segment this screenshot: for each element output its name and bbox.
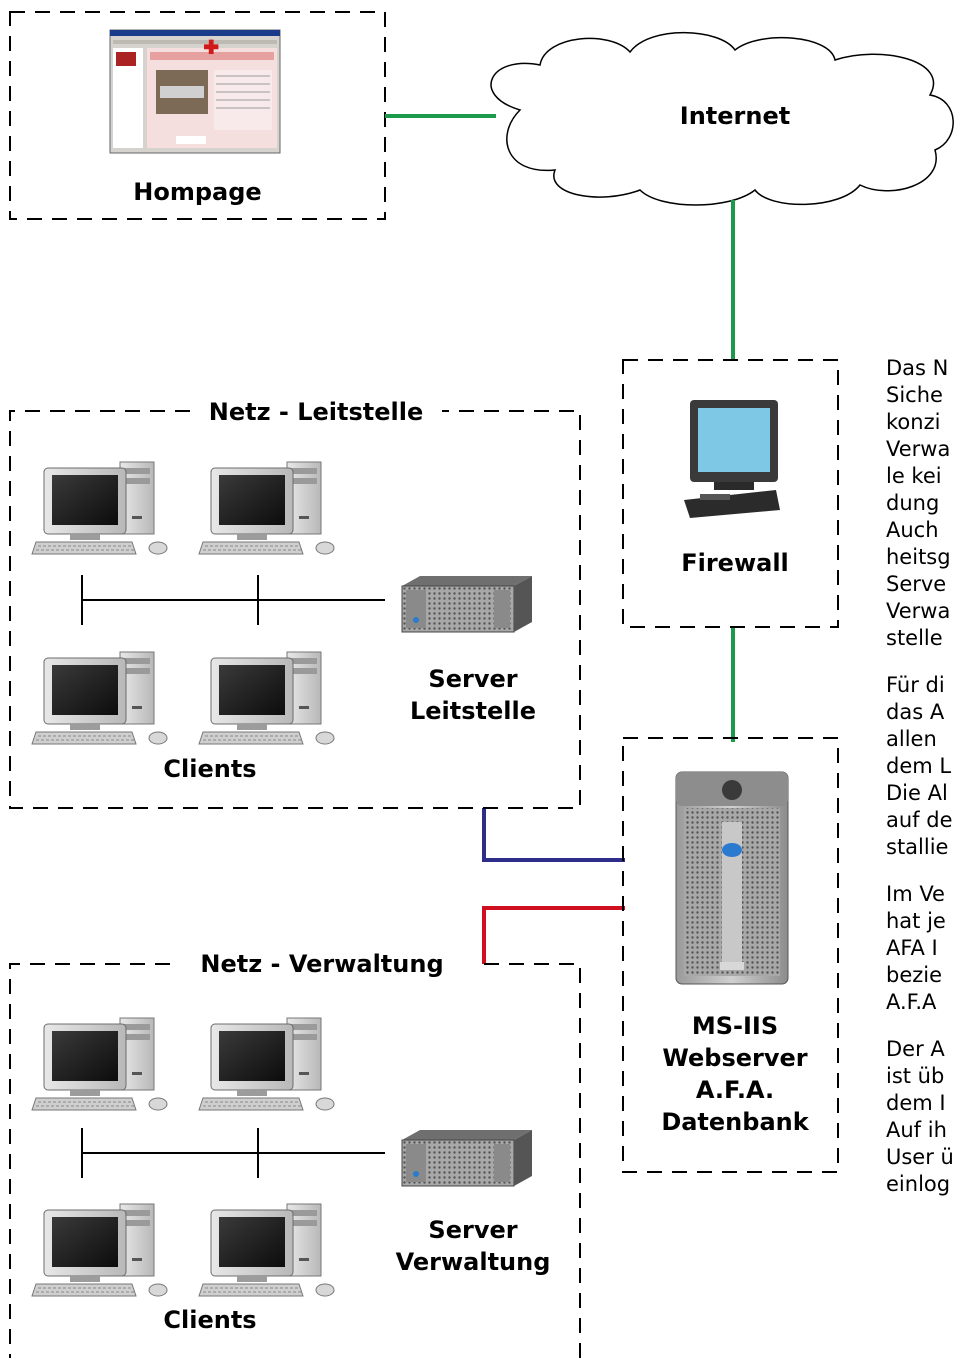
tower-server-icon bbox=[675, 771, 789, 985]
rack-server-icon bbox=[401, 575, 533, 633]
clients-leitstelle-label: Clients bbox=[163, 755, 257, 783]
rack-server-icon bbox=[401, 1129, 533, 1187]
client-pc bbox=[198, 1017, 335, 1111]
webserver-label: MS-IIS Webserver A.F.A. Datenbank bbox=[661, 1012, 809, 1136]
internet-cloud bbox=[490, 31, 954, 206]
lan-bus bbox=[81, 575, 385, 625]
clients-verwaltung-label: Clients bbox=[163, 1306, 257, 1334]
client-pc bbox=[31, 651, 168, 745]
webserver-box bbox=[622, 737, 839, 1173]
verwaltung-network-box bbox=[9, 963, 581, 1358]
server-verwaltung-label: Server Verwaltung bbox=[395, 1216, 551, 1276]
server-leitstelle-label: Server Leitstelle bbox=[409, 665, 537, 725]
client-pc bbox=[198, 651, 335, 745]
firewall-box bbox=[622, 359, 839, 628]
client-pc bbox=[198, 461, 335, 555]
client-pc bbox=[198, 1203, 335, 1297]
client-pc bbox=[31, 1017, 168, 1111]
leitstelle-network-box bbox=[9, 410, 581, 809]
firewall-monitor-icon bbox=[684, 400, 780, 518]
homepage-screenshot bbox=[109, 29, 281, 154]
lan-bus bbox=[81, 1128, 385, 1178]
net-leitstelle-title: Netz - Leitstelle bbox=[190, 396, 442, 428]
internet-label: Internet bbox=[679, 102, 791, 130]
homepage-label: Hompage bbox=[133, 178, 262, 206]
link-leitstelle-webserver bbox=[482, 808, 625, 862]
client-pc bbox=[31, 461, 168, 555]
client-pc bbox=[31, 1203, 168, 1297]
link-verwaltung-webserver bbox=[482, 906, 625, 964]
firewall-label: Firewall bbox=[681, 549, 789, 577]
net-verwaltung-title: Netz - Verwaltung bbox=[170, 948, 474, 980]
